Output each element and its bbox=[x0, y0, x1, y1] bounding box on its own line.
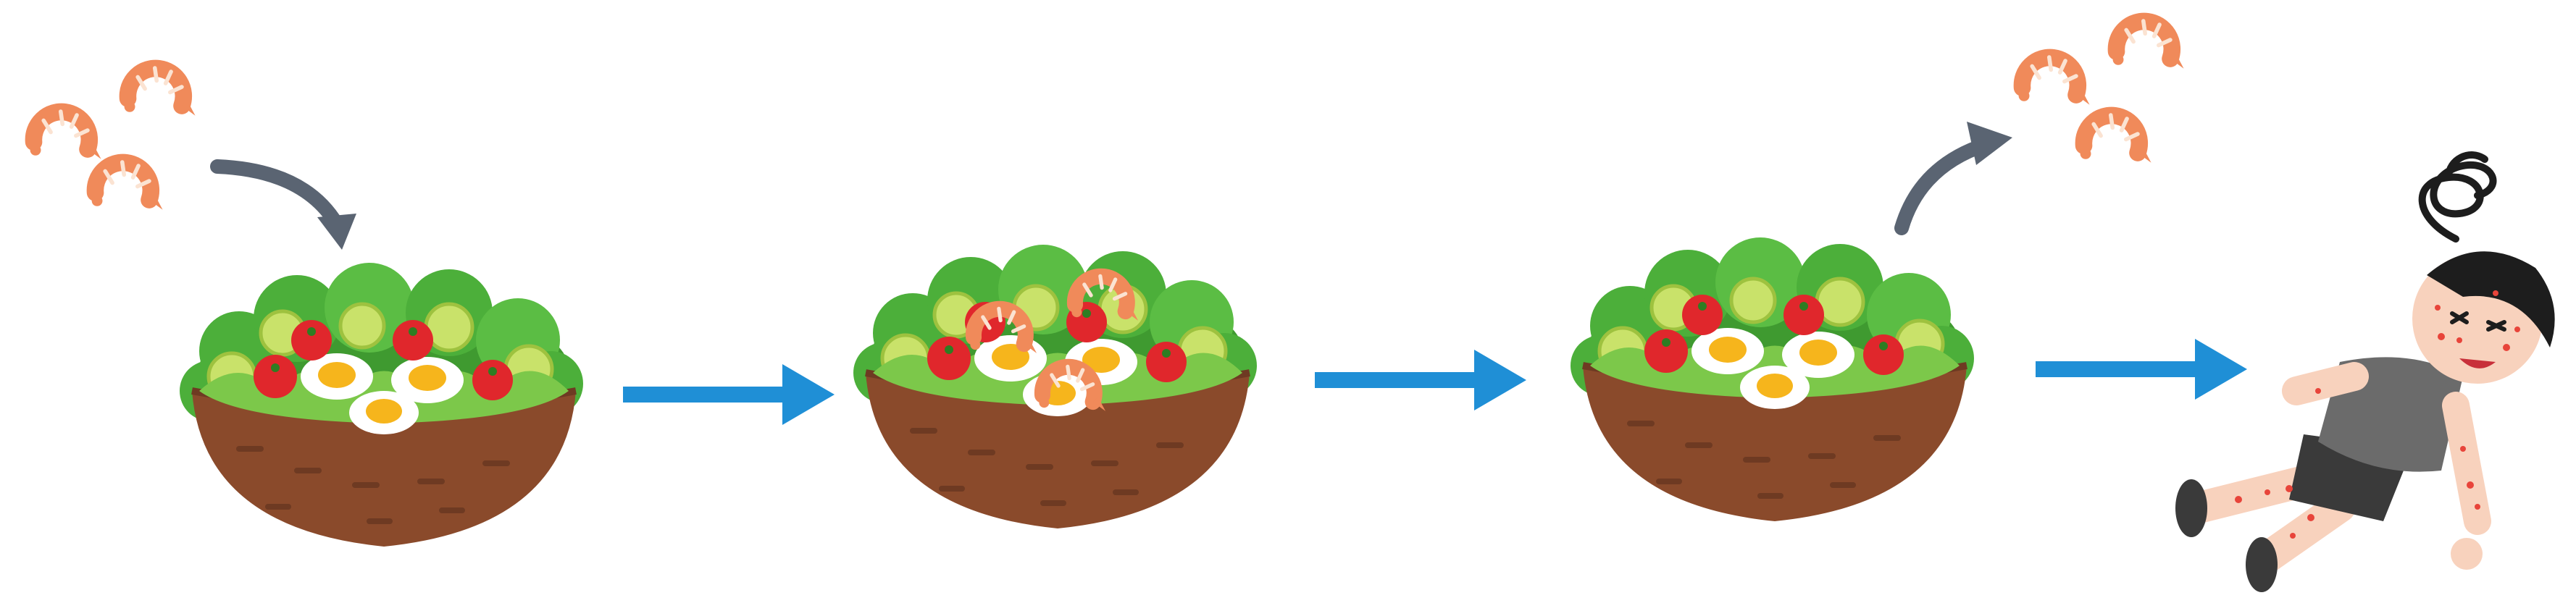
arrow-right-icon bbox=[623, 364, 835, 425]
curved-arrow-icon bbox=[1894, 138, 1992, 235]
dizzy-boy-icon bbox=[2175, 151, 2555, 592]
shrimp-icon bbox=[2113, 21, 2184, 69]
curved-arrow-icon bbox=[210, 159, 344, 232]
curved-arrow-head bbox=[1967, 122, 2012, 165]
shrimp-icon bbox=[30, 111, 101, 159]
shrimp-icon bbox=[125, 68, 196, 116]
stage-add-shrimp bbox=[30, 68, 583, 547]
arrow-right-icon bbox=[1315, 350, 1526, 410]
shrimp-icon bbox=[2081, 115, 2151, 163]
salad-bowl-icon bbox=[1571, 237, 1974, 521]
stage-remove-shrimp bbox=[1571, 21, 2184, 521]
dizzy-swirl-icon bbox=[2418, 151, 2497, 243]
shrimp-icon bbox=[92, 162, 163, 210]
salad-bowl-icon bbox=[180, 263, 583, 547]
salad-bowl-icon bbox=[853, 245, 1257, 528]
arrow-right-icon bbox=[2036, 339, 2247, 400]
rash-spots bbox=[2235, 290, 2520, 539]
curved-arrow-head bbox=[317, 214, 356, 250]
stage-salad-with-shrimp bbox=[853, 245, 1257, 528]
shrimp-icon bbox=[2019, 57, 2090, 105]
